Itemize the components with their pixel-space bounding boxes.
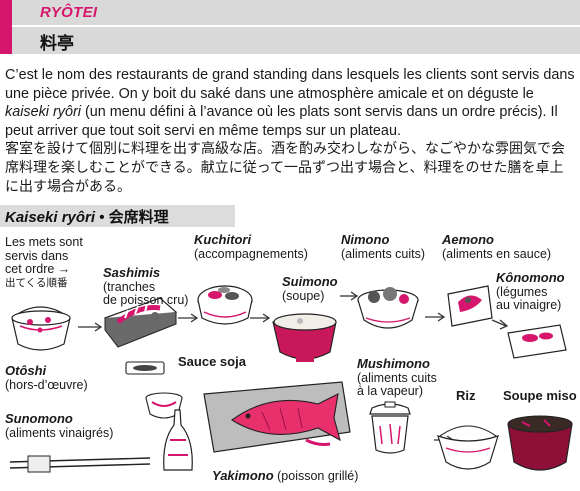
intro-french: C’est le nom des restaurants de grand st… (5, 66, 577, 140)
yakimono-fish-icon (203, 381, 351, 453)
dish-label-otoshi: Otôshi (hors-d’œuvre) (5, 364, 88, 392)
mushimono-cup-icon (369, 401, 411, 454)
header-divider (12, 25, 580, 27)
dish-label-nimono: Nimono (aliments cuits) (341, 233, 425, 261)
dish-name-soupe-miso: Soupe miso (503, 388, 577, 403)
dish-name-aemono: Aemono (442, 232, 494, 247)
dish-name-otoshi: Otôshi (5, 363, 47, 378)
otoshi-bowl-icon (11, 306, 71, 351)
dish-label-kuchitori: Kuchitori (accompagnements) (194, 233, 308, 261)
order-note: Les mets sont servis dans cet ordre → 出て… (5, 235, 83, 290)
dish-desc-mushimono-1: (aliments cuits (357, 370, 437, 385)
page-header: RYÔTEI 料亭 (0, 0, 580, 54)
dish-desc-suimono: (soupe) (282, 288, 325, 303)
suimono-bowl-icon (272, 313, 337, 362)
dish-name-konomono: Kônomono (496, 270, 565, 285)
dish-name-sauce-soja: Sauce soja (178, 354, 246, 369)
dish-label-mushimono: Mushimono (aliments cuits à la vapeur) (357, 357, 437, 399)
sunomono-bowl-icon (145, 392, 183, 419)
kuchitori-plate-icon (197, 285, 253, 325)
sake-bottle-icon (163, 409, 193, 471)
dish-desc-yakimono: (poisson grillé) (273, 469, 359, 483)
dish-name-mushimono: Mushimono (357, 356, 430, 371)
intro-text-2: (un menu défini à l’avance où les plats … (5, 104, 558, 139)
dish-desc-aemono: (aliments en sauce) (442, 246, 552, 261)
aemono-dish-icon (447, 285, 493, 327)
section-heading: Kaiseki ryôri • 会席料理 (0, 205, 580, 227)
intro-term: kaiseki ryôri (5, 104, 81, 121)
dish-desc-konomono-2: au vinaigre) (496, 298, 562, 312)
section-title: Kaiseki ryôri • 会席料理 (5, 206, 169, 227)
dish-label-sauce-soja: Sauce soja (178, 355, 246, 370)
dish-label-sunomono: Sunomono (aliments vinaigrés) (5, 412, 113, 440)
dish-desc-konomono-1: (légumes (496, 284, 548, 299)
dish-name-suimono: Suimono (282, 274, 338, 289)
section-title-jp: 会席料理 (108, 209, 169, 226)
intro-text-1: C’est le nom des restaurants de grand st… (5, 67, 575, 102)
intro-japanese: 客室を設けて個別に料理を出す高級な店。酒を酌み交わしながら、なごやかな雰囲気で会… (5, 140, 565, 194)
dish-label-yakimono: Yakimono (poisson grillé) (212, 469, 358, 484)
soy-sauce-dish-icon (125, 361, 165, 375)
section-bullet: • (99, 209, 105, 226)
dish-desc-otoshi: (hors-d’œuvre) (5, 377, 88, 392)
dish-name-nimono: Nimono (341, 232, 390, 247)
dish-name-sashimis: Sashimis (103, 265, 161, 280)
dish-label-riz: Riz (456, 389, 476, 404)
dish-label-konomono: Kônomono (légumes au vinaigre) (496, 271, 565, 313)
dish-desc-sashimis-1: (tranches (103, 279, 156, 294)
dish-desc-nimono: (aliments cuits) (341, 246, 426, 261)
dish-name-sunomono: Sunomono (5, 411, 73, 426)
dish-label-sashimis: Sashimis (tranches de poisson cru) (103, 266, 188, 308)
section-band (0, 205, 235, 227)
order-note-line-1: Les mets sont (5, 235, 83, 249)
chopsticks-icon (9, 455, 151, 473)
order-note-line-3: cet ordre → (5, 262, 71, 276)
dish-name-riz: Riz (456, 388, 476, 403)
nimono-bowl-icon (357, 287, 419, 329)
miso-soup-bowl-icon (507, 415, 573, 471)
dish-desc-sashimis-2: de poisson cru) (103, 293, 189, 307)
dish-desc-mushimono-2: à la vapeur) (357, 384, 424, 398)
dish-label-suimono: Suimono (soupe) (282, 275, 338, 303)
header-title: RYÔTEI (40, 4, 98, 21)
header-kanji: 料亭 (40, 34, 74, 53)
konomono-plate-icon (507, 324, 567, 359)
rice-bowl-icon (437, 425, 499, 470)
dish-desc-kuchitori: (accompagnements) (194, 246, 308, 261)
order-note-line-2: servis dans (5, 248, 69, 263)
dish-name-kuchitori: Kuchitori (194, 232, 252, 247)
dish-desc-sunomono: (aliments vinaigrés) (5, 425, 114, 440)
dish-name-yakimono: Yakimono (212, 468, 274, 483)
order-note-jp: 出てくる順番 (5, 276, 68, 289)
dish-label-soupe-miso: Soupe miso (503, 389, 577, 404)
header-accent-bar (0, 0, 12, 54)
sashimi-tray-icon (104, 297, 178, 348)
section-title-fr: Kaiseki ryôri (5, 209, 96, 226)
dish-label-aemono: Aemono (aliments en sauce) (442, 233, 551, 261)
